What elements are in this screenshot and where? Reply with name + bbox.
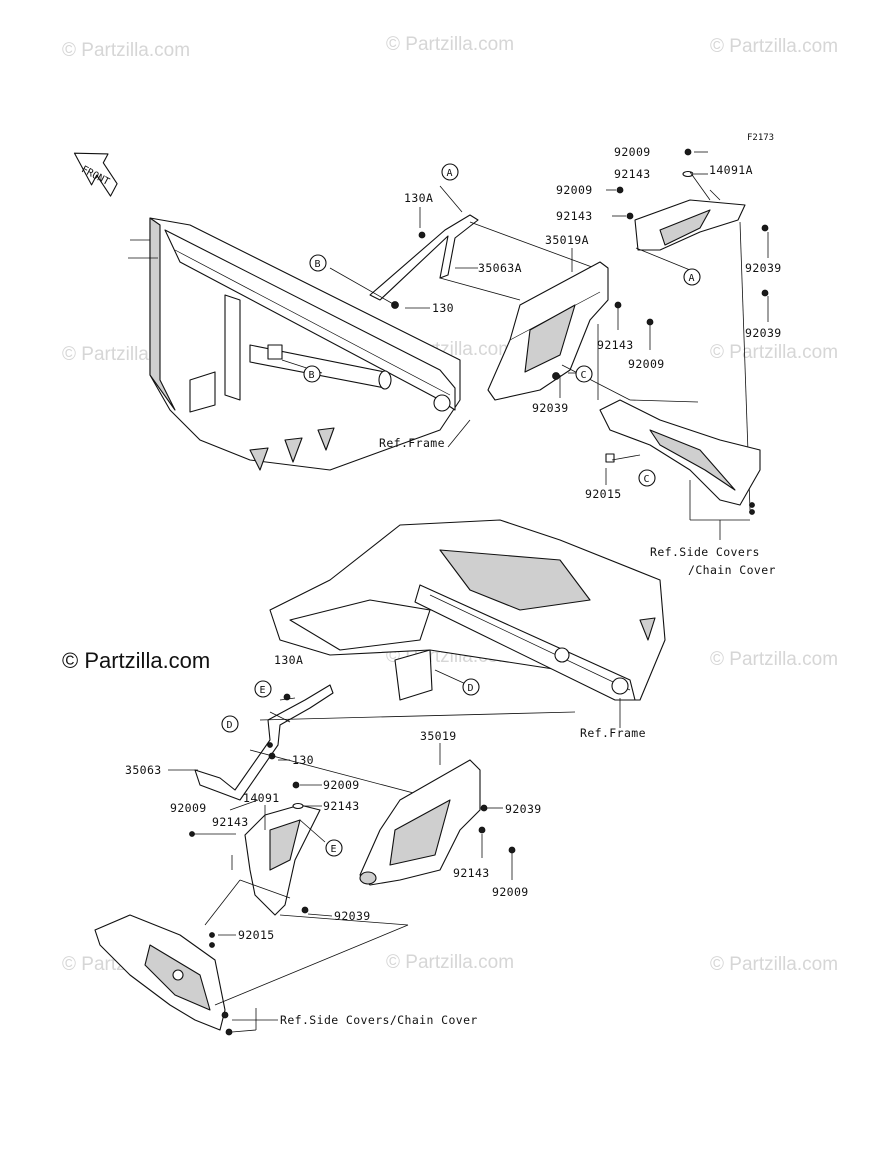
callout-a-top-1: A (441, 163, 459, 181)
label-ref-side-covers-chain-cover: Ref.Side Covers/Chain Cover (280, 1013, 478, 1027)
bracket-35063a (369, 214, 479, 309)
side-cover-bottom (94, 914, 226, 1031)
watermark-main: © Partzilla.com (62, 648, 210, 673)
label-92039: 92039 (505, 802, 542, 816)
svg-text:E: E (260, 685, 266, 696)
top-frame (128, 217, 461, 471)
label-92009: 92009 (556, 183, 593, 197)
label-92143: 92143 (614, 167, 651, 181)
label-14091: 14091 (243, 791, 280, 805)
watermark: © Partzilla.com (386, 34, 514, 55)
watermark: © Partzilla.com (386, 952, 514, 973)
callout-e-bottom-2: E (325, 839, 343, 857)
label-ref-side-covers: Ref.Side Covers (650, 545, 760, 559)
svg-text:D: D (468, 683, 474, 694)
callout-b-top-1: B (309, 254, 327, 272)
label-92009: 92009 (323, 778, 360, 792)
callout-d-bottom-1: D (221, 715, 239, 733)
label-92015: 92015 (238, 928, 275, 942)
guard-14091a (634, 199, 746, 251)
bracket-35063 (194, 684, 334, 801)
svg-text:C: C (644, 474, 650, 485)
label-92143: 92143 (323, 799, 360, 813)
label-92015: 92015 (585, 487, 622, 501)
svg-text:D: D (227, 720, 233, 731)
bottom-frame (269, 519, 666, 701)
svg-text:B: B (315, 259, 321, 270)
watermark: © Partzilla.com (62, 40, 190, 61)
label-92039: 92039 (745, 326, 782, 340)
label-14091a: 14091A (709, 163, 753, 177)
watermark: © Partzilla.com (710, 36, 838, 57)
guard-14091 (244, 804, 321, 916)
label-92039: 92039 (532, 401, 569, 415)
watermark: © Partzilla.com (710, 649, 838, 670)
callout-c-top-1: C (575, 365, 593, 383)
watermark: © Partzilla.com (710, 954, 838, 975)
label-92009: 92009 (628, 357, 665, 371)
label-92009: 92009 (492, 885, 529, 899)
label-130a: 130A (274, 653, 303, 667)
top-labels: 92009 92143 14091A 92009 92143 92039 920… (379, 145, 782, 577)
svg-text:E: E (331, 844, 337, 855)
svg-text:A: A (689, 273, 695, 284)
label-92143: 92143 (453, 866, 490, 880)
callout-c-top-2: C (638, 469, 656, 487)
label-130: 130 (292, 753, 314, 767)
label-chain-cover: /Chain Cover (688, 563, 776, 577)
label-92143: 92143 (556, 209, 593, 223)
cover-35019 (359, 759, 481, 886)
label-ref-frame: Ref.Frame (379, 436, 445, 450)
front-arrow-icon: FRONT (73, 152, 118, 197)
label-35019a: 35019A (545, 233, 589, 247)
label-130: 130 (432, 301, 454, 315)
side-cover-top (599, 399, 761, 506)
label-ref-frame: Ref.Frame (580, 726, 646, 740)
label-35019: 35019 (420, 729, 457, 743)
label-92143: 92143 (212, 815, 249, 829)
svg-text:A: A (447, 168, 453, 179)
label-92039: 92039 (745, 261, 782, 275)
callout-b-top-2: B (303, 365, 321, 383)
label-92143: 92143 (597, 338, 634, 352)
watermark: © Partzilla.com (710, 342, 838, 363)
label-130a: 130A (404, 191, 433, 205)
svg-text:C: C (581, 370, 587, 381)
cover-35019a (487, 261, 609, 401)
callout-a-top-2: A (683, 268, 701, 286)
label-35063a: 35063A (478, 261, 522, 275)
label-35063: 35063 (125, 763, 162, 777)
svg-text:B: B (309, 370, 315, 381)
bottom-labels: 130A Ref.Frame 35019 35063 130 92009 921… (125, 653, 646, 1027)
callout-d-bottom-2: D (462, 678, 480, 696)
label-92009: 92009 (170, 801, 207, 815)
label-92039: 92039 (334, 909, 371, 923)
callout-e-bottom-1: E (254, 680, 272, 698)
diagram-code: F2173 (747, 133, 774, 143)
label-92009: 92009 (614, 145, 651, 159)
